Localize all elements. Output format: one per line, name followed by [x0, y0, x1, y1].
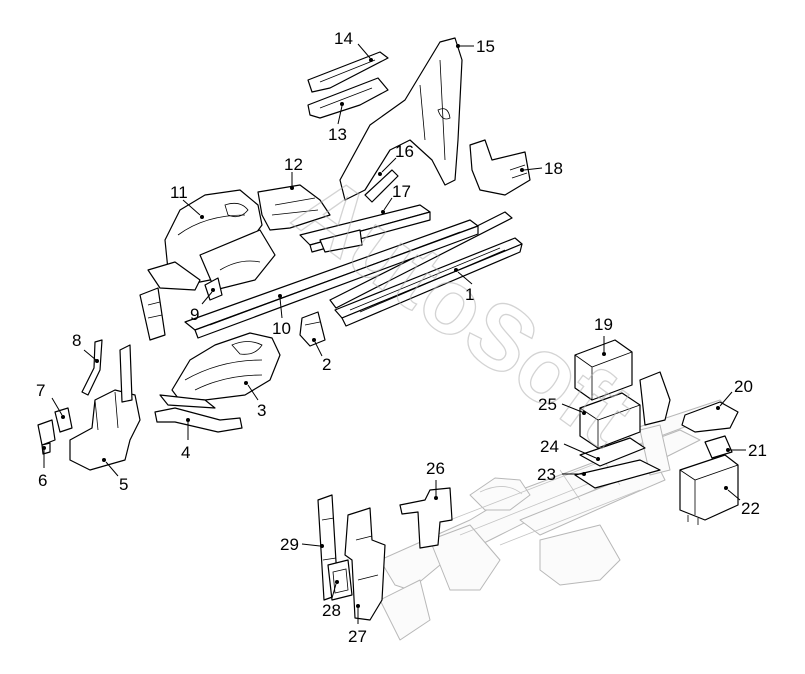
- leader-lines: [42, 43, 746, 624]
- callout-1: 1: [465, 285, 474, 304]
- callout-5: 5: [119, 475, 128, 494]
- part-18-corner-panel: [469, 139, 531, 196]
- part-22-module: [679, 454, 739, 525]
- callout-23: 23: [537, 465, 556, 484]
- callout-4: 4: [181, 443, 190, 462]
- callout-22: 22: [741, 499, 760, 518]
- part-7-pump: [54, 407, 73, 433]
- callout-10: 10: [272, 319, 291, 338]
- callout-6: 6: [38, 471, 47, 490]
- callout-26: 26: [426, 459, 445, 478]
- callout-13: 13: [328, 125, 347, 144]
- part-10-floor-sill: [184, 219, 479, 339]
- callout-8: 8: [72, 331, 81, 350]
- part-13-bracket: [307, 77, 389, 119]
- part-15-inner-panel: [339, 37, 463, 201]
- part-8-hose: [81, 339, 103, 396]
- part-12-floor-panel: [257, 184, 331, 231]
- callout-21: 21: [748, 441, 767, 460]
- callout-25: 25: [538, 395, 557, 414]
- callout-24: 24: [540, 437, 559, 456]
- callout-27: 27: [348, 627, 367, 646]
- battery-bracket: [639, 371, 671, 426]
- callout-labels: 1 2 3 4 5 6 7 8 9 10 11 12 13 14 15 16 1…: [36, 29, 767, 646]
- callout-12: 12: [284, 155, 303, 174]
- part-3-wheelhouse-rear: [171, 332, 281, 401]
- part-17-crossmember: [299, 204, 431, 253]
- part-11-wheelhouse: [139, 189, 276, 341]
- part-2-bracket: [299, 311, 326, 347]
- part-6-pump: [37, 419, 56, 455]
- callout-7: 7: [36, 381, 45, 400]
- part-21-cap: [704, 435, 733, 459]
- callout-11: 11: [170, 183, 188, 202]
- callout-28: 28: [322, 601, 341, 620]
- callout-20: 20: [734, 377, 753, 396]
- part-25-tray: [579, 392, 641, 449]
- part-23-base-plate: [574, 459, 661, 489]
- part-28-plate: [327, 559, 353, 601]
- callout-2: 2: [322, 355, 331, 374]
- part-20-cover: [681, 401, 739, 433]
- watermark-text: AutoSoft: [277, 155, 651, 466]
- part-14-bracket: [307, 51, 389, 93]
- callout-18: 18: [544, 159, 563, 178]
- part-5-reservoir: [69, 344, 141, 471]
- part-26-bracket: [399, 487, 453, 549]
- part-19-battery: [574, 339, 633, 401]
- callout-17: 17: [392, 182, 411, 201]
- part-27-pillar: [344, 507, 386, 621]
- callout-19: 19: [594, 315, 613, 334]
- part-16-strut: [364, 169, 399, 203]
- callout-3: 3: [257, 401, 266, 420]
- callout-9: 9: [190, 305, 199, 324]
- callout-15: 15: [476, 37, 495, 56]
- callout-14: 14: [334, 29, 353, 48]
- callout-29: 29: [280, 535, 299, 554]
- callout-16: 16: [395, 142, 414, 161]
- part-4-bracket: [154, 394, 243, 433]
